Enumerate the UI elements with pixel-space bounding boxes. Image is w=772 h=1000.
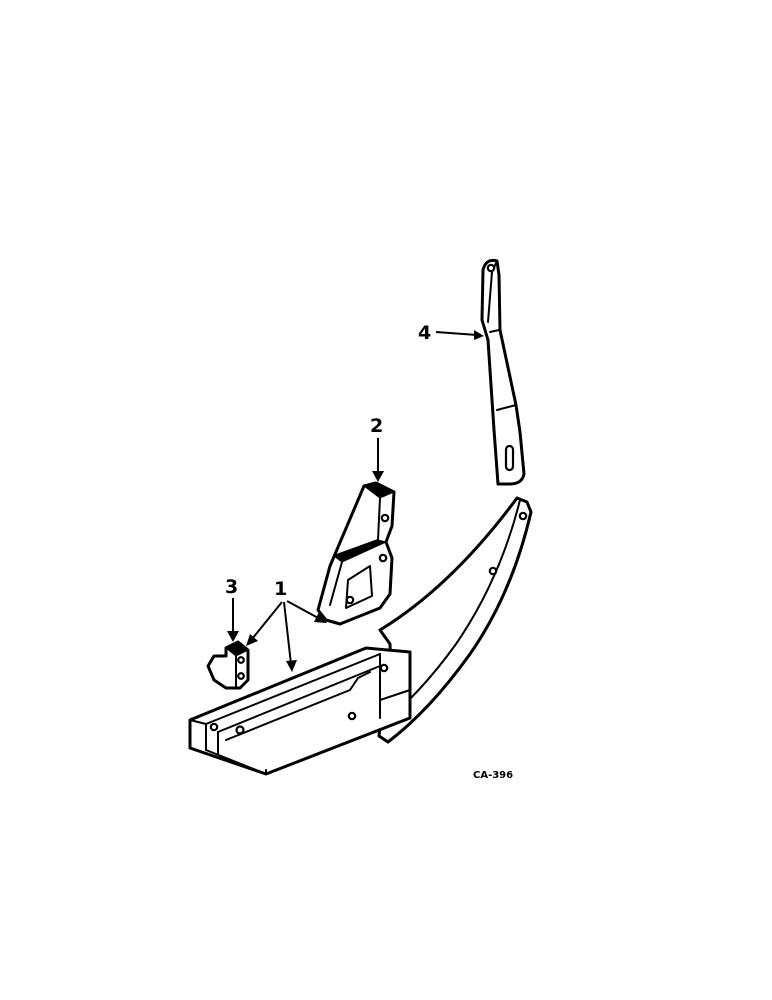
brace-bottom-slot xyxy=(504,444,515,472)
callout-3-label: 3 xyxy=(225,576,238,598)
callout-3-leader xyxy=(227,598,239,642)
callout-2-leader xyxy=(372,438,384,482)
channel-hole-plate xyxy=(379,663,389,673)
callout-2-label: 2 xyxy=(370,415,383,437)
plate-hole-middle xyxy=(488,566,498,576)
part-2-bracket xyxy=(316,481,396,626)
callout-1-label: 1 xyxy=(274,578,287,600)
channel-hole-right xyxy=(347,711,357,721)
bracket-hole-upper xyxy=(380,513,390,523)
part-3-clip xyxy=(206,640,250,690)
clip-hole-bottom xyxy=(237,672,245,680)
callout-1-leaders xyxy=(246,600,327,672)
bracket-hole-lower xyxy=(345,595,355,605)
bracket-hole-right xyxy=(378,553,388,563)
callout-4-label: 4 xyxy=(418,322,431,344)
plate-hole-top xyxy=(518,511,528,521)
channel-hole-center xyxy=(235,725,245,735)
channel-hole-left xyxy=(209,722,219,732)
brace-top-hole xyxy=(486,263,496,273)
callout-4-leader xyxy=(435,330,484,340)
part-4-brace xyxy=(480,258,526,486)
clip-hole-top xyxy=(237,656,245,664)
figure-code: CA-396 xyxy=(473,770,513,781)
part-1-channel xyxy=(188,646,412,776)
